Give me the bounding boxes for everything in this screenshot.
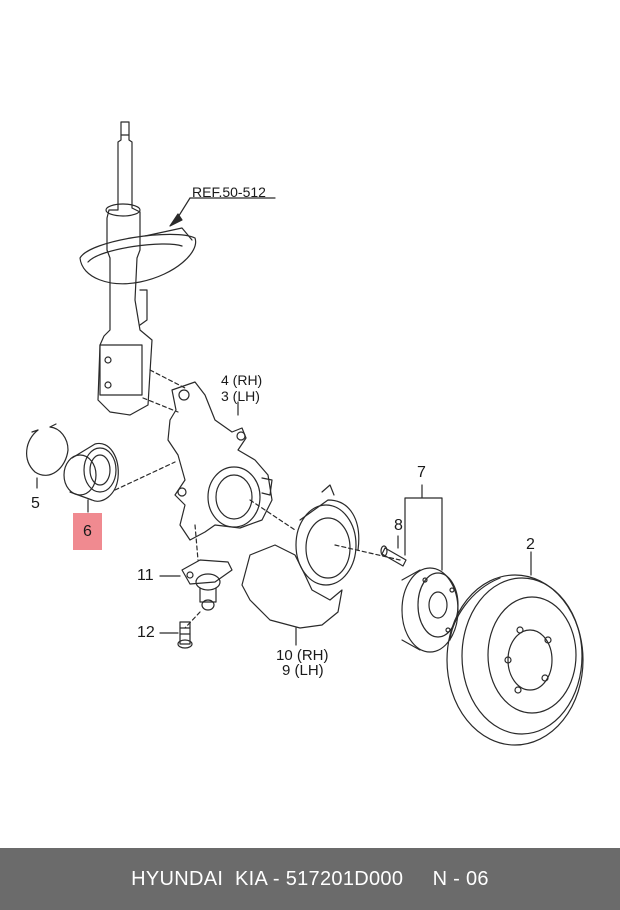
snap-ring	[26, 426, 69, 476]
dust-cover	[241, 484, 360, 629]
callout-6-highlight: 6	[73, 513, 102, 550]
callout-10: 10 (RH)	[276, 647, 329, 664]
callout-7: 7	[417, 464, 426, 481]
wheel-hub	[401, 567, 459, 653]
callout-3: 3 (LH)	[221, 388, 260, 404]
bolt	[177, 621, 193, 649]
wheel-bearing	[63, 442, 119, 502]
callout-9: 9 (LH)	[282, 662, 324, 679]
callout-5: 5	[31, 495, 40, 512]
callout-2: 2	[526, 536, 535, 553]
callout-12: 12	[137, 624, 155, 641]
strut-assembly	[79, 121, 197, 416]
ball-joint	[181, 559, 233, 611]
brake-disc	[446, 574, 584, 746]
steering-knuckle	[167, 381, 273, 541]
callout-4: 4 (RH)	[221, 372, 263, 388]
footer-page: N - 06	[432, 867, 489, 890]
callout-6: 6	[83, 522, 92, 540]
footer-bar: HYUNDAI KIA - 517201D000 N - 06	[0, 848, 620, 910]
callout-8: 8	[394, 517, 403, 534]
footer-part-number: HYUNDAI KIA - 517201D000	[131, 867, 404, 890]
callout-11: 11	[137, 567, 154, 584]
hub-bolt	[380, 545, 407, 567]
ref-label: REF.50-512	[192, 184, 266, 200]
exploded-parts-diagram	[26, 121, 584, 746]
alignment-lines	[114, 369, 401, 629]
